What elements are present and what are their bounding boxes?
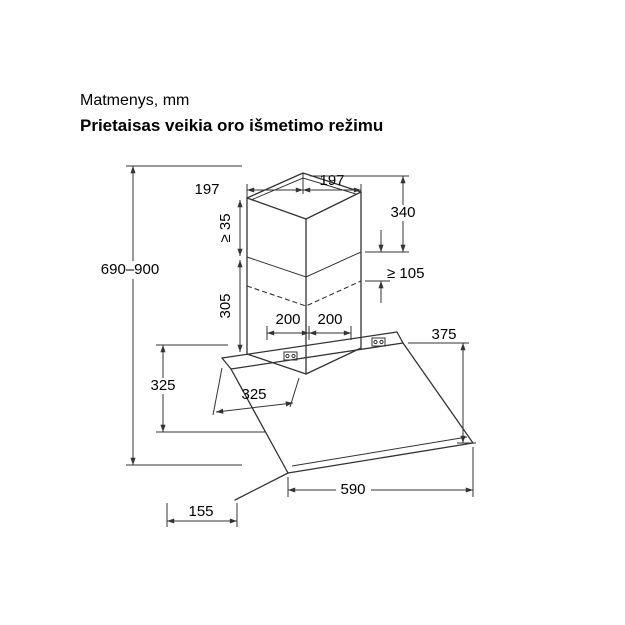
dim-upper-duct-label: 340: [390, 204, 415, 221]
dim-width: 590: [287, 447, 474, 498]
dim-front-height-label: 375: [431, 326, 456, 343]
dim-front-height: 375: [408, 326, 476, 444]
mounting-bracket-left: [283, 351, 298, 361]
dim-total-height-label: 690–900: [101, 261, 159, 278]
dim-width-label: 590: [340, 481, 365, 498]
mounting-bracket-right: [371, 337, 386, 347]
dim-overlap: ≥ 105: [365, 230, 424, 303]
dim-lower-duct: 305: [217, 260, 243, 352]
dim-overlap-label: ≥ 105: [387, 265, 424, 282]
dim-body-height: 325: [150, 344, 266, 433]
dim-body-top-depth: 325: [212, 367, 300, 416]
dim-rear-depth: 155: [166, 503, 238, 527]
dim-top-width-label: 197: [319, 172, 344, 189]
dim-top-depth-label: 197: [194, 181, 219, 198]
dim-spacing-b-label: 200: [317, 311, 342, 328]
dim-spacing-a-label: 200: [275, 311, 300, 328]
dim-min-gap: ≥ 35: [217, 200, 243, 256]
dim-lower-duct-label: 305: [217, 293, 234, 318]
chimney-duct-outline: [246, 172, 362, 375]
dim-spacing: 200 200: [266, 311, 352, 340]
hood-body-outline: [221, 331, 474, 501]
dim-top-depth: 197: [194, 173, 304, 198]
dim-min-gap-label: ≥ 35: [217, 213, 234, 242]
dim-rear-depth-label: 155: [188, 503, 213, 520]
drawing-title: Prietaisas veikia oro išmetimo režimu: [80, 116, 384, 135]
dim-total-height: 690–900: [101, 165, 242, 466]
dim-body-height-label: 325: [150, 377, 175, 394]
units-note: Matmenys, mm: [80, 92, 190, 109]
dim-body-top-depth-label: 325: [241, 386, 266, 403]
dim-upper-duct: 340: [310, 175, 416, 253]
